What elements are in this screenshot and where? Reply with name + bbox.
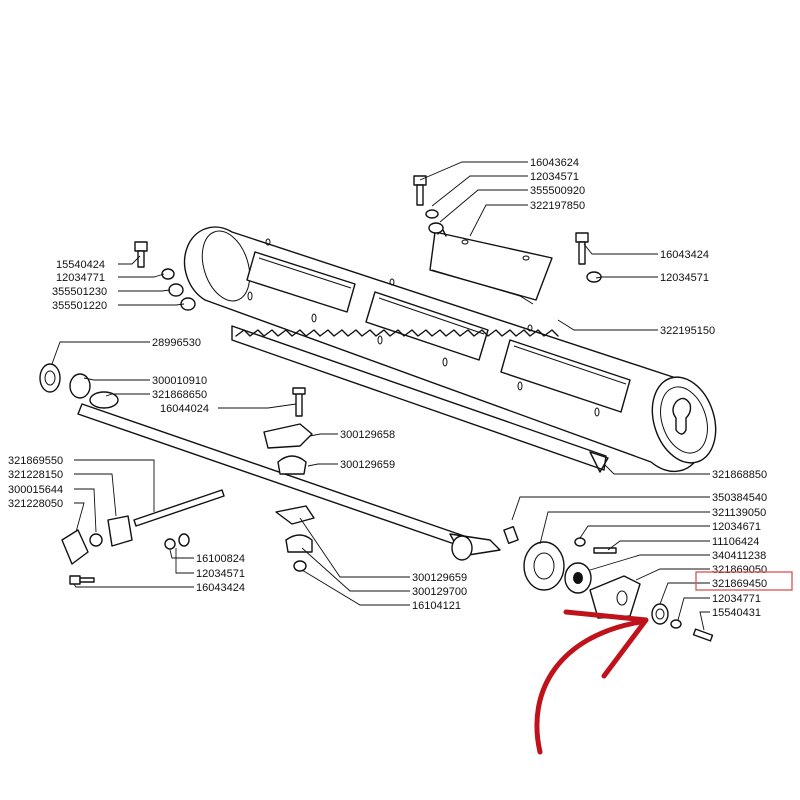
label-12034771-left: 12034771 (56, 272, 105, 284)
label-11106424: 11106424 (712, 536, 759, 548)
left-lower-parts (61, 515, 190, 585)
long-shaft (77, 403, 501, 561)
label-340411238: 340411238 (712, 550, 766, 562)
bolt-left-upper (134, 241, 196, 311)
thin-rod (133, 489, 225, 527)
label-16100824: 16100824 (196, 553, 245, 565)
label-15540424: 15540424 (56, 259, 105, 271)
label-322197850: 322197850 (530, 200, 585, 212)
label-16104121: 16104121 (412, 600, 461, 612)
label-12034571-lower: 12034571 (196, 568, 245, 580)
drum-tube (183, 226, 717, 473)
highlight-box (695, 571, 793, 591)
serrated-bar (231, 325, 609, 473)
label-300129700: 300129700 (412, 586, 467, 598)
label-12034571-top: 12034571 (530, 171, 579, 183)
left-bearing-cluster (39, 363, 119, 409)
label-322195150: 322195150 (660, 325, 715, 337)
label-355501230: 355501230 (52, 286, 107, 298)
label-12034671: 12034671 (712, 521, 761, 533)
label-16043424-lower: 16043424 (196, 582, 245, 594)
bolt-top-left (413, 175, 444, 234)
center-clamps (263, 387, 315, 572)
label-321869550: 321869550 (8, 455, 63, 467)
bolt-top-right (575, 232, 602, 283)
top-bracket (429, 227, 553, 305)
label-15540431: 15540431 (712, 607, 761, 619)
label-321868850: 321868850 (712, 469, 767, 481)
label-300129659-lower: 300129659 (412, 572, 467, 584)
leader-lines (51, 161, 710, 631)
label-300129658: 300129658 (340, 429, 395, 441)
label-350384540: 350384540 (712, 492, 767, 504)
label-300010910: 300010910 (152, 375, 207, 387)
label-321868650: 321868650 (152, 389, 207, 401)
label-355500920: 355500920 (530, 185, 585, 197)
label-28996530: 28996530 (152, 337, 201, 349)
label-300129659-upper: 300129659 (340, 459, 395, 471)
right-bearing-assembly (503, 526, 714, 642)
label-12034571-right: 12034571 (660, 272, 709, 284)
part-number-labels: 16043624 12034571 355500920 322197850 16… (8, 157, 767, 619)
label-16043424-right: 16043424 (660, 249, 709, 261)
label-16044024: 16044024 (160, 403, 209, 415)
label-321869450: 321869450 (712, 578, 767, 590)
label-321139050: 321139050 (712, 507, 766, 519)
annotation-arrow (534, 609, 649, 755)
label-321869050: 321869050 (712, 564, 767, 576)
label-321228150: 321228150 (8, 469, 63, 481)
label-300015644: 300015644 (8, 484, 63, 496)
label-12034771-right: 12034771 (712, 593, 761, 605)
label-16043624: 16043624 (530, 157, 579, 169)
label-355501220: 355501220 (52, 300, 107, 312)
label-321228050: 321228050 (8, 498, 63, 510)
